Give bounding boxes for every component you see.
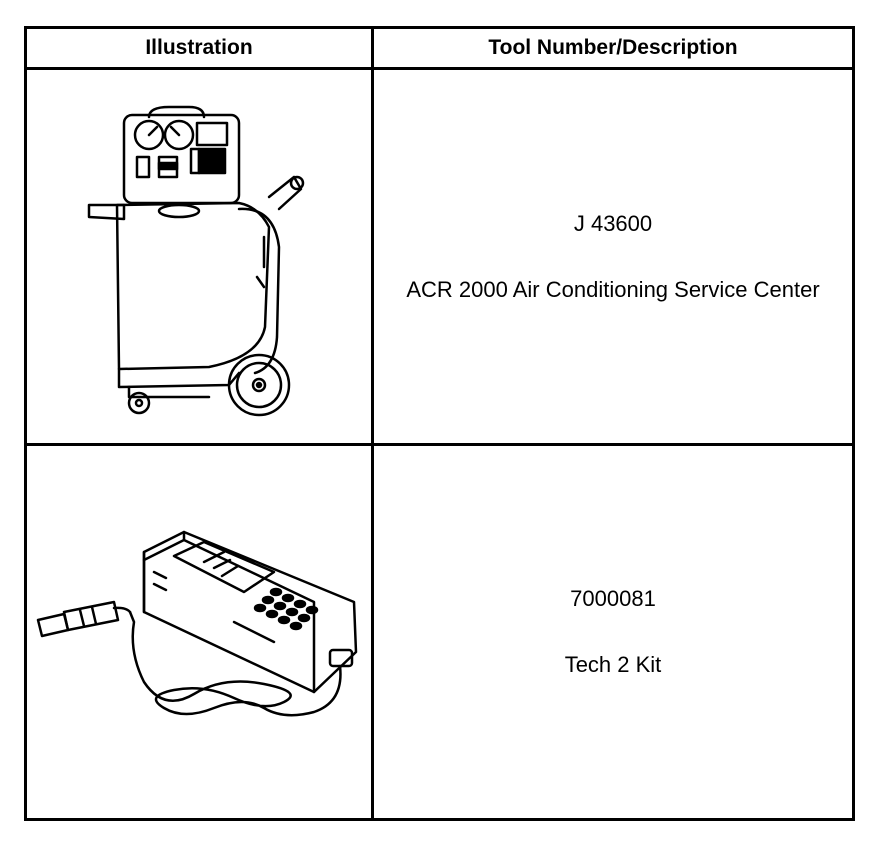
header-illustration: Illustration <box>145 36 253 59</box>
tool-description-cell: 7000081 Tech 2 Kit <box>374 446 852 818</box>
header-tool-number-description: Tool Number/Description <box>488 36 738 59</box>
tool-description: Tech 2 Kit <box>564 652 662 677</box>
illustration-cell <box>27 446 371 818</box>
tool-description: ACR 2000 Air Conditioning Service Center <box>406 276 820 302</box>
tool-number: J 43600 <box>573 210 653 236</box>
column-divider <box>371 29 374 818</box>
tech2-scan-tool-icon <box>36 530 358 717</box>
ac-service-center-icon <box>87 105 305 416</box>
tool-number: 7000081 <box>570 586 656 611</box>
row-divider <box>27 443 852 446</box>
tool-description-cell: J 43600 ACR 2000 Air Conditioning Servic… <box>374 70 852 443</box>
tool-table: Illustration Tool Number/Description <box>24 26 855 821</box>
illustration-cell <box>27 70 371 443</box>
header-divider <box>27 67 852 70</box>
